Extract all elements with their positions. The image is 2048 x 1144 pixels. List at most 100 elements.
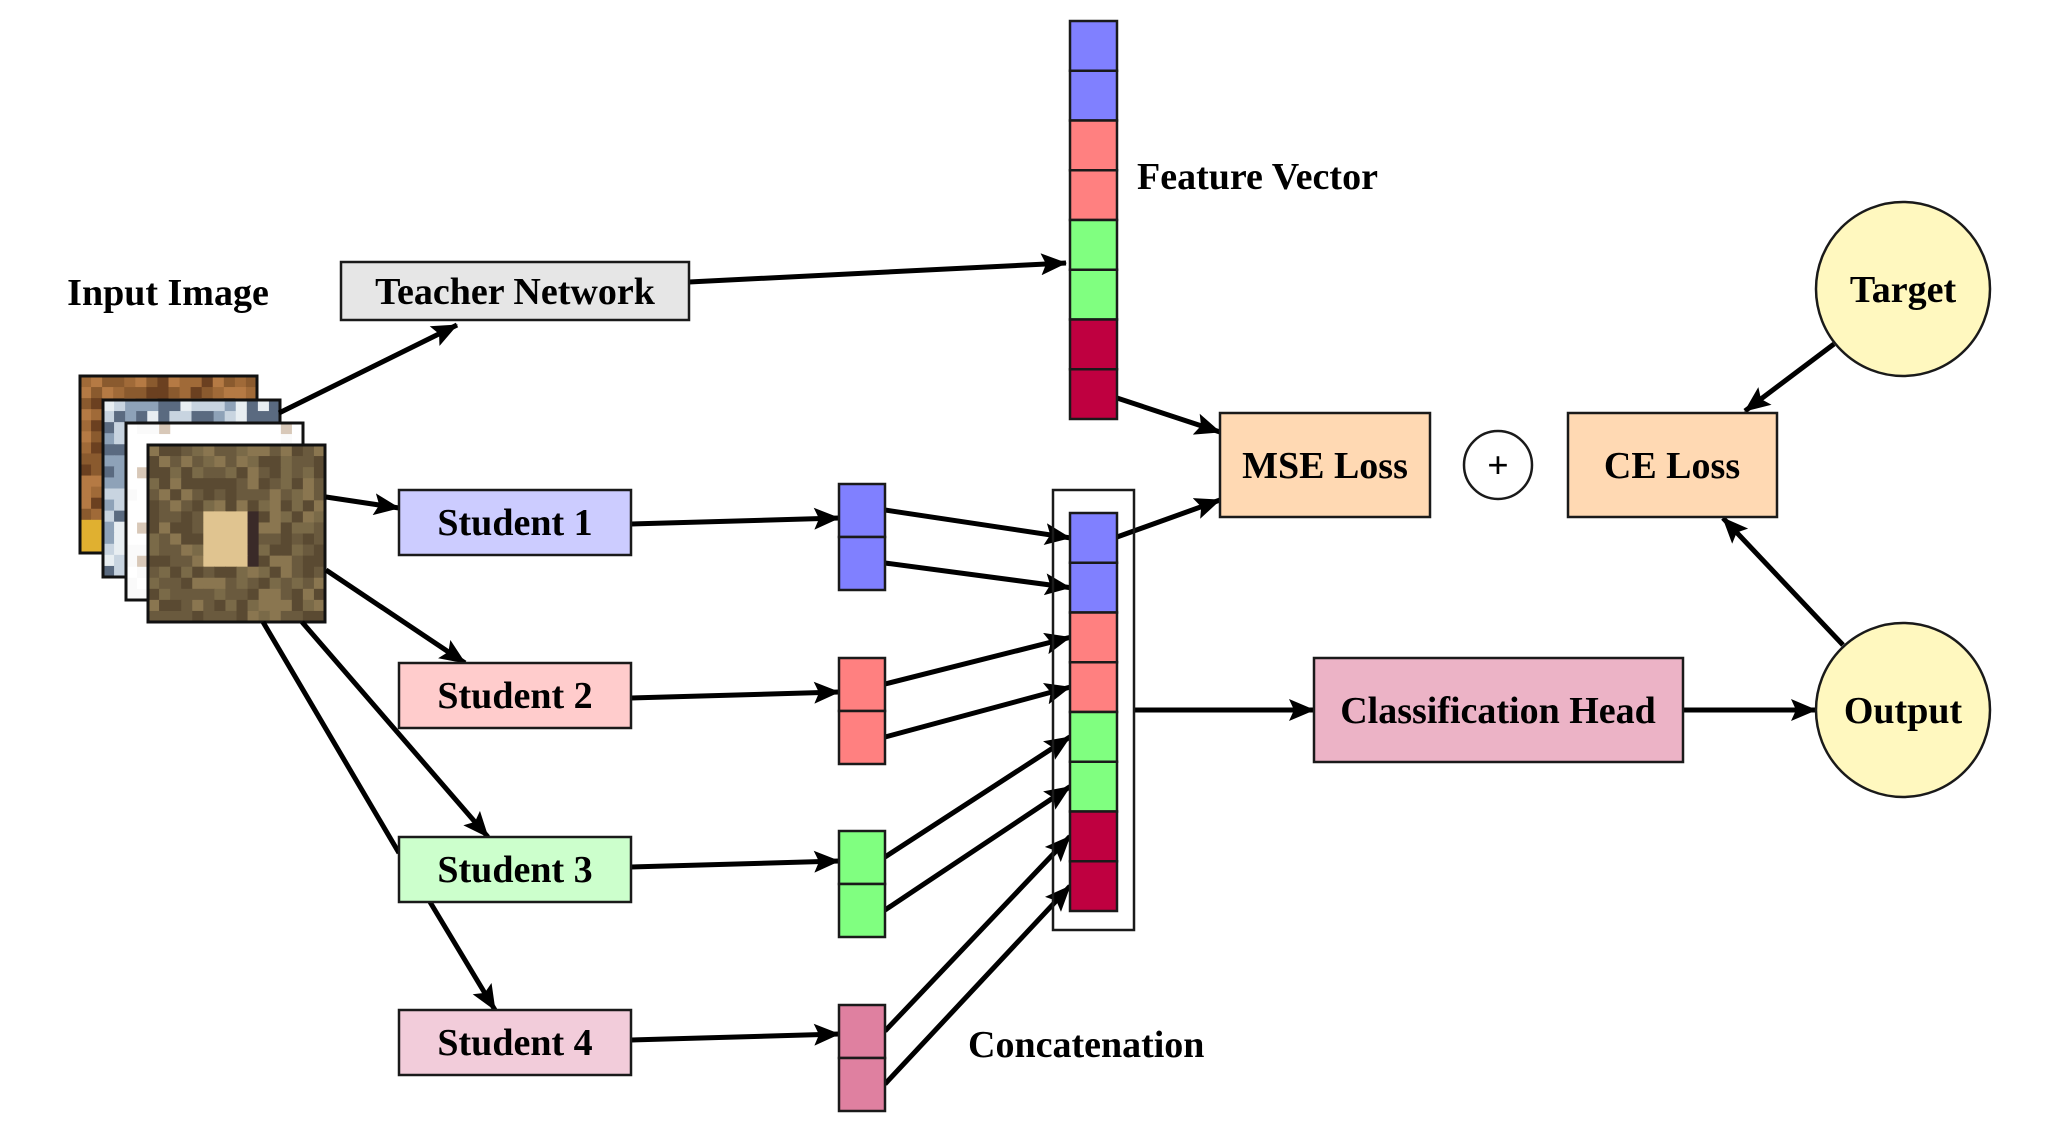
image-pixel — [202, 400, 215, 412]
teacher-feature-cell-7 — [1068, 318, 1119, 371]
image-pixel — [148, 423, 160, 435]
mse-loss-box[interactable] — [1218, 411, 1432, 519]
image-pixel — [148, 434, 160, 446]
image-pixel — [114, 521, 126, 534]
ce-loss-node[interactable]: CE Loss — [1566, 411, 1779, 519]
image-pixel — [103, 466, 115, 479]
image-pixel — [203, 533, 215, 546]
image-pixel — [181, 522, 193, 535]
input-image-stack — [78, 374, 327, 624]
image-pixel — [159, 555, 171, 568]
image-pixel — [168, 387, 181, 399]
image-pixel — [302, 500, 315, 512]
image-pixel — [269, 599, 282, 612]
edge-student-2-to-vector — [630, 681, 840, 704]
image-pixel — [126, 456, 138, 468]
image-pixel — [214, 445, 227, 457]
image-pixel — [159, 588, 171, 601]
image-pixel — [126, 434, 138, 446]
image-pixel — [103, 554, 115, 567]
student-1-node[interactable]: Student 1 — [397, 488, 633, 557]
concat-feature-cell-4 — [1068, 661, 1119, 714]
image-pixel — [225, 500, 238, 512]
image-pixel — [225, 544, 238, 557]
image-pixel — [103, 422, 115, 434]
image-pixel — [302, 456, 315, 468]
image-pixel — [91, 541, 103, 554]
teacher-network-box[interactable] — [339, 260, 691, 322]
image-pixel — [223, 376, 236, 388]
image-pixel — [159, 445, 171, 457]
image-pixel — [236, 599, 249, 612]
image-pixel — [170, 467, 182, 479]
image-pixel — [269, 445, 282, 457]
mse-loss-node[interactable]: MSE Loss — [1218, 411, 1432, 519]
image-pixel — [236, 577, 249, 590]
image-pixel — [113, 387, 125, 399]
image-pixel — [247, 478, 260, 490]
image-pixel — [91, 420, 103, 432]
image-pixel — [159, 610, 171, 623]
concat-feature-cell-7 — [1068, 810, 1119, 863]
output-node[interactable]: Output — [1814, 621, 1992, 799]
student-1-feature-vector — [837, 482, 887, 592]
edge-concat-to-mse — [1116, 497, 1221, 540]
teacher-network-node[interactable]: Teacher Network — [339, 260, 691, 322]
image-pixel — [269, 423, 282, 435]
student-1-box[interactable] — [397, 488, 633, 557]
classification-head-box[interactable] — [1312, 656, 1685, 764]
image-pixel — [126, 489, 138, 502]
image-pixel — [302, 544, 315, 557]
image-pixel — [91, 464, 103, 477]
image-pixel — [137, 566, 149, 579]
image-pixel — [181, 555, 193, 568]
image-pixel — [234, 376, 247, 388]
image-pixel — [313, 489, 326, 501]
student-2-box[interactable] — [397, 661, 633, 730]
output-circle[interactable] — [1814, 621, 1992, 799]
image-pixel — [168, 376, 181, 388]
student-4-feature-cell-2 — [837, 1056, 887, 1113]
image-pixel — [80, 398, 92, 410]
target-node[interactable]: Target — [1814, 200, 1992, 378]
image-pixel — [126, 522, 138, 535]
image-pixel — [148, 511, 160, 524]
image-pixel — [114, 499, 126, 512]
image-pixel — [103, 455, 115, 467]
image-pixel — [170, 577, 182, 590]
teacher-network-label: Teacher Network — [375, 271, 656, 313]
image-pixel — [91, 387, 103, 399]
classification-head-node[interactable]: Classification Head — [1312, 656, 1685, 764]
ce-loss-box[interactable] — [1566, 411, 1779, 519]
student-3-box[interactable] — [397, 835, 633, 904]
student-4-box[interactable] — [397, 1008, 633, 1077]
image-pixel — [245, 387, 258, 399]
image-pixel — [291, 423, 304, 435]
image-pixel — [245, 376, 258, 388]
image-pixel — [258, 478, 271, 490]
image-pixel — [135, 387, 147, 399]
image-pixel — [257, 400, 270, 412]
image-pixel — [80, 431, 92, 443]
edge-student-4-to-vector — [630, 1023, 840, 1046]
image-pixel — [148, 478, 160, 490]
concat-feature-cell-1 — [1068, 511, 1119, 564]
image-pixel — [214, 500, 227, 512]
image-pixel — [269, 544, 282, 557]
image-pixel — [126, 555, 138, 568]
image-pixel — [137, 544, 149, 557]
image-pixel — [269, 478, 282, 490]
image-pixel — [291, 566, 304, 579]
student-4-node[interactable]: Student 4 — [397, 1008, 633, 1077]
image-pixel — [225, 456, 238, 468]
image-pixel — [203, 500, 215, 512]
image-pixel — [137, 423, 149, 435]
image-pixel — [269, 522, 282, 535]
student-feature-vectors — [837, 482, 887, 1113]
target-circle[interactable] — [1814, 200, 1992, 378]
image-pixel — [80, 497, 92, 510]
image-pixel — [103, 444, 115, 456]
student-2-node[interactable]: Student 2 — [397, 661, 633, 730]
image-pixel — [214, 489, 227, 501]
student-3-node[interactable]: Student 3 — [397, 835, 633, 904]
